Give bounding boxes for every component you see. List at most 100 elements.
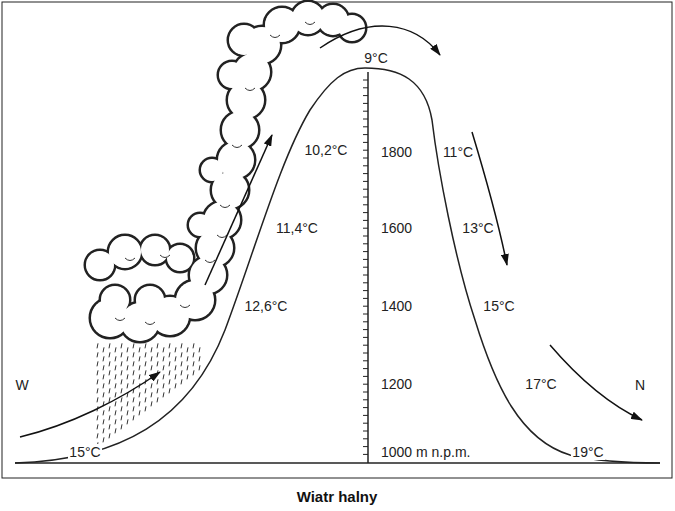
rain-dash [121,397,122,402]
axis-tick [363,103,368,104]
cloud-fill [101,286,129,314]
axis-tick [363,259,368,260]
rain-dash [181,361,182,366]
rain-dash [103,437,104,442]
rain-dash [133,406,134,411]
cloud-fill [229,25,259,55]
axis-tick [363,423,368,424]
rain-dash [121,361,122,366]
axis-tick [363,173,368,174]
axis-tick [363,236,368,237]
rain-dash [109,397,110,402]
axis-tick [363,134,368,135]
rain-dash [157,379,158,384]
rain-dash [145,397,146,402]
cloud-texture [125,258,135,261]
axis-tick [363,197,368,198]
rain-dash [109,424,110,429]
axis-tick [363,384,368,385]
rain-dash [121,370,122,375]
rain-dash [97,361,98,366]
outflow-arrow [550,345,642,420]
axis-tick [363,431,368,432]
rising-air-arrow [205,135,272,285]
altitude-label: 1200 [380,376,413,392]
rain-dash [97,397,98,402]
temperature-label: 15°C [482,298,515,314]
rain-dash [115,419,116,424]
rain-dash [109,343,110,348]
temperature-label: 13°C [461,220,494,236]
cloud-texture [220,205,230,208]
cloud-fill [201,159,223,181]
rain-dash [169,361,170,366]
cloud-texture [115,318,125,321]
cloud-fill [167,245,193,271]
axis-ticks [363,80,368,454]
rain-dash [115,392,116,397]
rain-dash [109,415,110,420]
rain-dash [151,401,152,406]
rain-dash [157,397,158,402]
rain-dash [133,370,134,375]
axis-tick [363,337,368,338]
rain-dash [127,401,128,406]
rain-dash [199,356,200,361]
cloud-texture [180,305,190,308]
axis-tick [363,267,368,268]
rain-dash [193,352,194,357]
temperature-label: 15°C [68,444,101,460]
rain-dash [127,347,128,352]
rain-dash [163,347,164,352]
rain-dash [97,424,98,429]
rain-dash [175,347,176,352]
rain-dash [157,352,158,357]
rain-dash [115,401,116,406]
rain-dash [97,379,98,384]
axis-tick [363,329,368,330]
axis-tick [363,321,368,322]
rain-dash [127,410,128,415]
rain-dash [103,374,104,379]
axis-tick [363,360,368,361]
altitude-label: 1000 m n.p.m. [380,444,472,460]
axis-tick [363,189,368,190]
temperature-label: 17°C [524,376,557,392]
frame [2,2,672,478]
rain-dash [151,347,152,352]
rain-dash [115,410,116,415]
rain-dash [169,388,170,393]
cloud-texture [232,145,242,148]
rain-dash [181,352,182,357]
rain-dash [103,392,104,397]
rain-dash [121,424,122,429]
axis-tick [363,204,368,205]
axis-tick [363,87,368,88]
rain-dash [133,361,134,366]
rain-dash [163,374,164,379]
temperature-label: 12,6°C [244,298,289,314]
temperature-label: 10,2°C [304,142,349,158]
rain-dash [145,352,146,357]
cloud-texture [305,22,315,25]
inflow-arrow [20,372,160,437]
axis-tick [363,415,368,416]
altitude-label: 1800 [380,144,413,160]
axis-tick [363,345,368,346]
altitude-label: 1400 [380,298,413,314]
rain-dash [175,356,176,361]
rain-dash [127,374,128,379]
rain-dash [127,356,128,361]
cloud-fill [218,142,254,178]
rain-dash [109,406,110,411]
axis-tick [363,446,368,447]
rain-dash [103,419,104,424]
rain-dash [97,343,98,348]
rain-dash [169,343,170,348]
axis-tick [363,314,368,315]
rain-dash [115,383,116,388]
rain-dash [115,365,116,370]
rain-dash [109,433,110,438]
rain-dash [127,419,128,424]
rain-dash [115,356,116,361]
